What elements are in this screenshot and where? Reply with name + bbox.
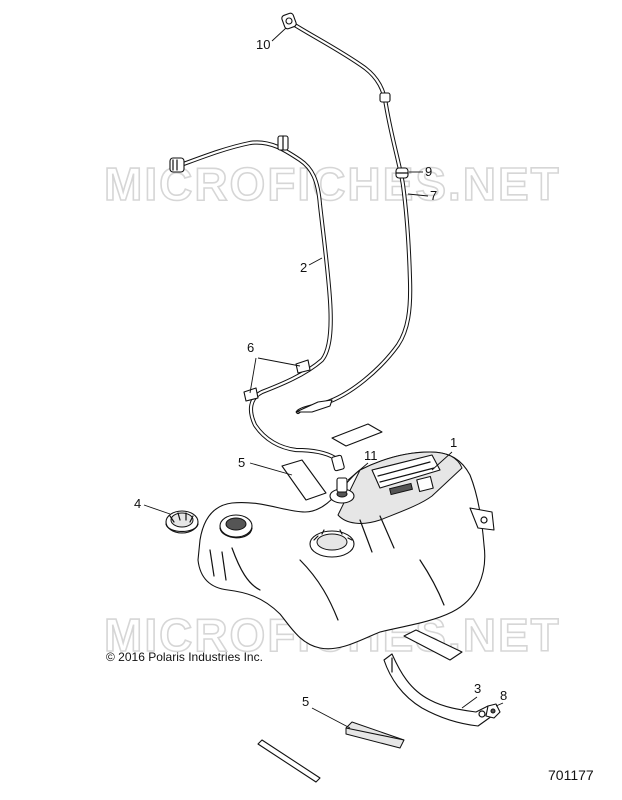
hose-end-fitting-left — [169, 157, 185, 173]
foam-strip-5a — [281, 459, 327, 501]
vent-hose-end-clip — [295, 399, 333, 413]
foam-strip-lower-thin — [257, 739, 321, 783]
svg-text:9: 9 — [425, 164, 432, 179]
diagram-reference-number: 701177 — [548, 767, 594, 783]
hose-fitting-10 — [281, 12, 297, 30]
copyright-notice: © 2016 Polaris Industries Inc. — [106, 650, 263, 664]
svg-text:8: 8 — [500, 688, 507, 703]
hose-clip-6a — [295, 359, 311, 374]
vent-hose-long — [287, 19, 413, 415]
svg-text:11: 11 — [364, 448, 378, 463]
svg-text:1: 1 — [450, 435, 457, 450]
callout-1: 1 — [431, 435, 457, 471]
svg-text:3: 3 — [474, 681, 481, 696]
hose-tank-fitting — [331, 454, 345, 472]
foam-strip-upper — [331, 423, 383, 447]
hose-clip-9 — [395, 167, 409, 179]
hose-clip-6b — [243, 387, 259, 402]
callout-5a: 5 — [238, 455, 293, 476]
hose-connector-upper — [379, 92, 391, 103]
callout-8: 8 — [495, 688, 507, 707]
svg-text:4: 4 — [134, 496, 141, 511]
foam-strip-bottom-tank — [403, 629, 463, 661]
callout-2: 2 — [300, 257, 323, 275]
svg-text:6: 6 — [247, 340, 254, 355]
strap-bolt-8 — [485, 703, 501, 719]
callout-5b: 5 — [302, 694, 351, 729]
svg-text:5: 5 — [238, 455, 245, 470]
vent-hose-short — [175, 140, 338, 461]
hose-t-fitting — [277, 135, 289, 151]
svg-text:10: 10 — [256, 37, 270, 52]
svg-text:7: 7 — [430, 188, 437, 203]
svg-text:5: 5 — [302, 694, 309, 709]
fuel-cap — [165, 510, 199, 534]
svg-text:2: 2 — [300, 260, 307, 275]
fuel-tank — [197, 451, 495, 650]
callout-6: 6 — [247, 340, 301, 394]
callout-7: 7 — [407, 188, 437, 203]
callout-3: 3 — [461, 681, 481, 709]
callout-4: 4 — [134, 496, 171, 515]
callout-9: 9 — [409, 164, 432, 179]
callout-10: 10 — [256, 27, 287, 52]
foam-strip-5b — [345, 721, 405, 749]
callout-11: 11 — [347, 448, 378, 481]
